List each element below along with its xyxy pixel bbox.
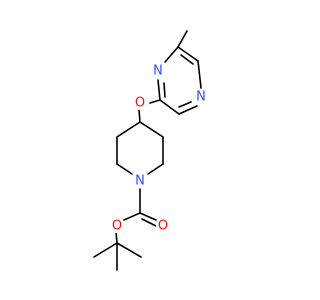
bond-tbu-up xyxy=(93,242,118,258)
bond-c-o-ether xyxy=(149,99,161,104)
bond-ring-c2-n2 xyxy=(197,60,202,89)
atom-label-o: O xyxy=(135,96,145,111)
bond-tbu-right xyxy=(116,242,142,258)
bond-ring-c4-n1 xyxy=(157,79,161,101)
atom-label-n: N xyxy=(135,174,145,189)
bond-carbonyl-o-single xyxy=(123,212,141,221)
bond-o-c4pip xyxy=(138,109,141,123)
atom-label-n: N xyxy=(196,90,206,105)
bond-ring-n1-c1 xyxy=(164,46,179,63)
bond-ring-n2-c3-inner xyxy=(178,101,192,108)
bonds xyxy=(93,30,202,271)
atom-label-o: O xyxy=(112,219,122,234)
atom-o-ether: O xyxy=(133,96,147,111)
atom-labels: N N O N O O xyxy=(110,64,208,234)
bond-ring-n2-c3 xyxy=(178,105,198,115)
atom-n-pyrazine-1: N xyxy=(151,64,165,79)
atom-o-carbonyl: O xyxy=(156,219,170,234)
bond-pip-c4-c3 xyxy=(139,121,164,138)
molecule-structure: N N O N O O xyxy=(93,30,208,271)
bond-ring-c4-n1-inner xyxy=(163,82,166,98)
bond-carbonyl-o-double-a xyxy=(139,212,157,221)
bond-pip-c5-c4 xyxy=(116,121,141,138)
bond-ring-c1-c2 xyxy=(177,46,199,62)
bond-ring-c1-c2-inner xyxy=(180,54,194,65)
atom-label-n: N xyxy=(153,64,163,79)
bond-methyl xyxy=(177,30,188,48)
bond-carbonyl-o-double-b xyxy=(141,218,157,227)
atom-n-pyrazine-2: N xyxy=(194,90,208,105)
atom-n-piperidine: N xyxy=(133,174,147,189)
bond-o-tbu xyxy=(115,231,118,244)
bond-pip-c2-n xyxy=(147,163,164,175)
atom-label-o: O xyxy=(158,219,168,234)
bond-pip-n-c6 xyxy=(116,163,133,175)
bond-ring-c3-c4 xyxy=(159,99,180,115)
atom-o-ester: O xyxy=(110,219,124,234)
